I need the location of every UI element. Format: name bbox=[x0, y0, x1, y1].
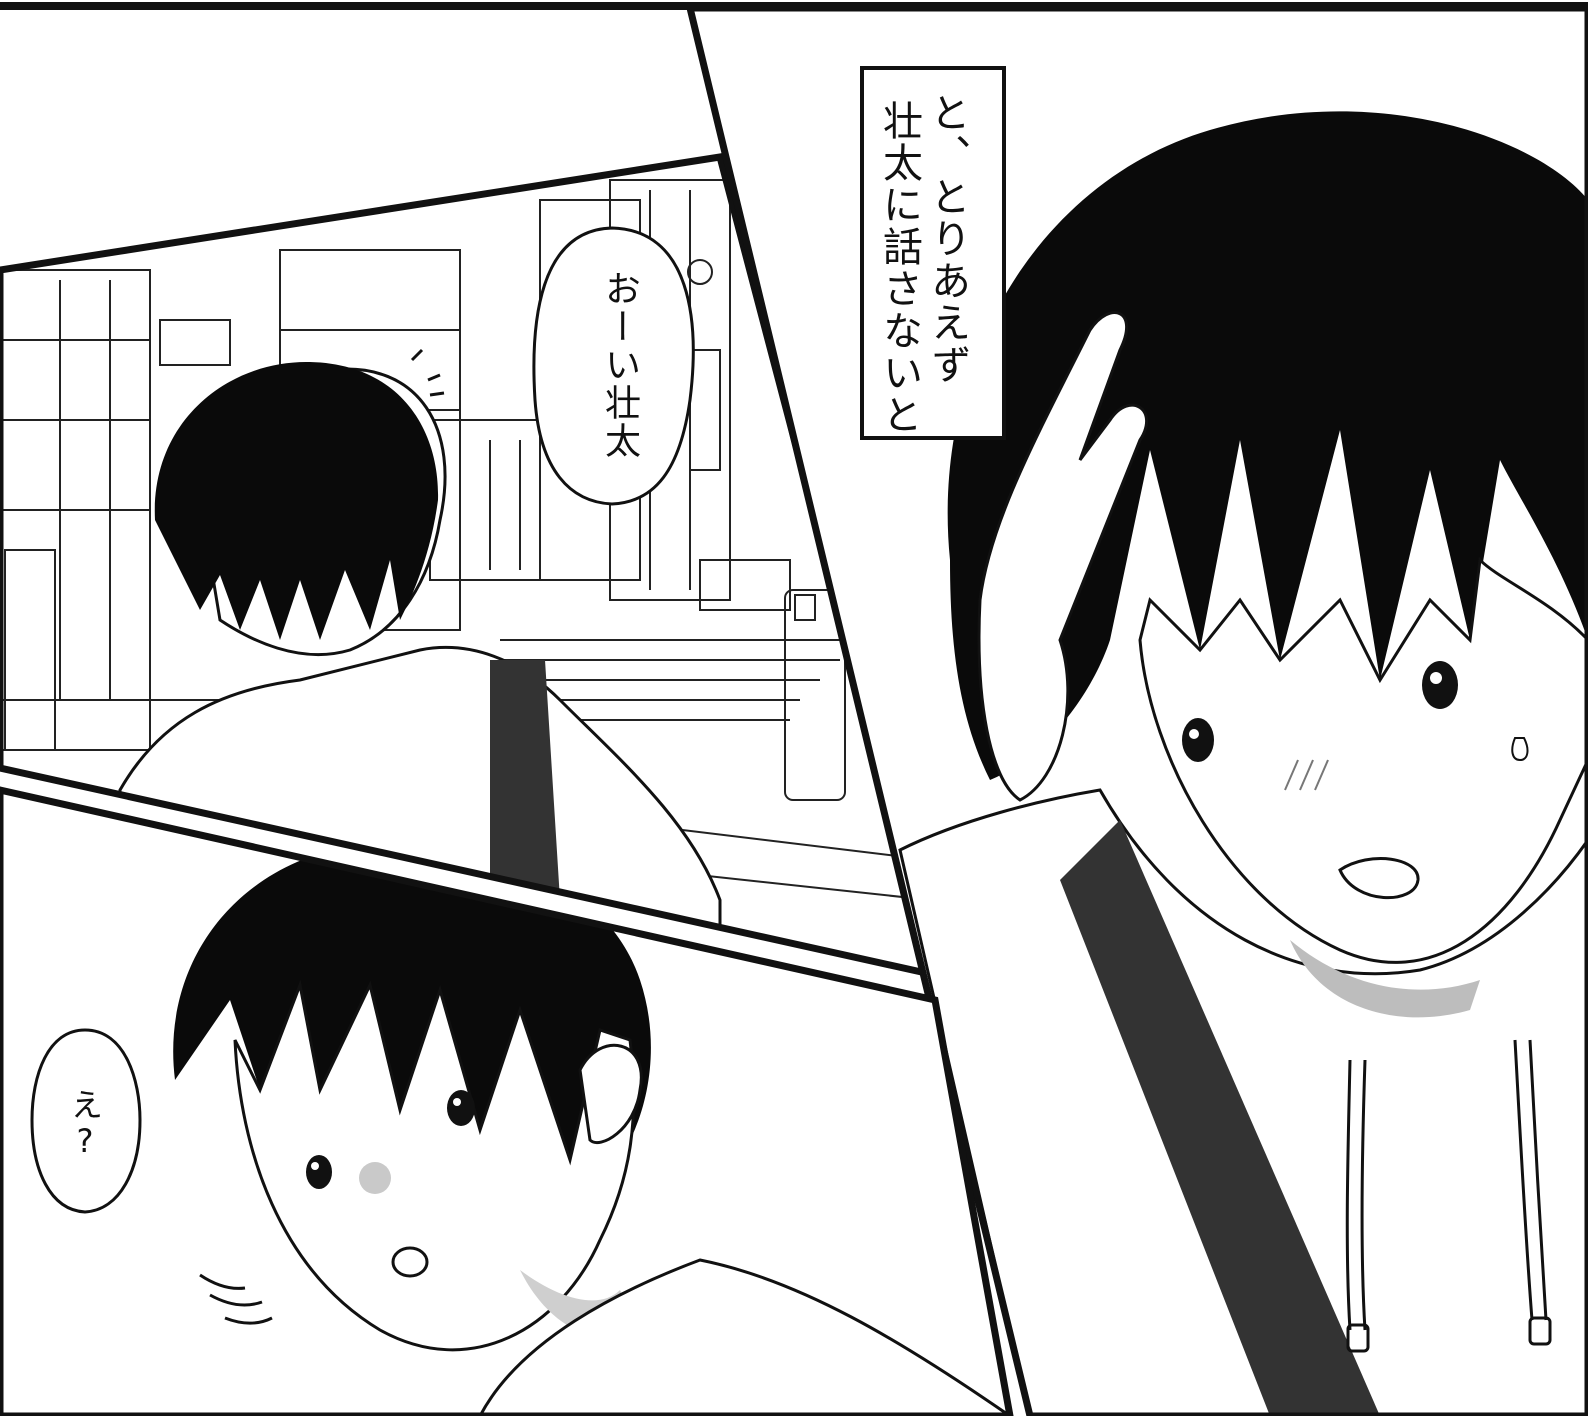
caption-line-2: 壮太に話さないと bbox=[876, 100, 922, 436]
speech-bubble-call bbox=[532, 226, 695, 506]
speech-bubble-reaction bbox=[30, 1028, 142, 1214]
speech-bubble-call-text: おーい壮太 bbox=[599, 270, 640, 460]
turn-motion-lines bbox=[410, 348, 445, 397]
boy-hair-back bbox=[154, 361, 439, 640]
caption-box bbox=[860, 66, 1006, 440]
speech-bubble-reaction-text: え? bbox=[66, 1088, 104, 1162]
bag-strap bbox=[490, 660, 560, 900]
hoodie-drawstrings bbox=[1345, 1039, 1552, 1353]
caption-line-1: と、とりあえず bbox=[924, 92, 970, 386]
girl-hoodie bbox=[898, 788, 1588, 1416]
boy-mouth bbox=[391, 1246, 429, 1278]
girl-bag-strap bbox=[1060, 820, 1380, 1416]
boy-right-eye bbox=[447, 1090, 475, 1126]
boy-blush bbox=[359, 1162, 391, 1194]
girl-right-eye bbox=[1422, 661, 1458, 709]
boy-left-eye bbox=[306, 1155, 332, 1189]
girl-blush bbox=[1284, 759, 1329, 791]
girl-panel bbox=[685, 4, 1588, 1420]
boy-closeup-panel bbox=[0, 786, 1015, 1420]
girl-mouth bbox=[1338, 857, 1420, 900]
girl-hand bbox=[977, 311, 1148, 802]
boy-hoodie bbox=[477, 1258, 1010, 1416]
girl-face bbox=[1138, 556, 1588, 964]
girl-left-eye bbox=[1182, 718, 1214, 762]
girl-hair bbox=[947, 111, 1588, 780]
surprise-motion-lines bbox=[199, 1273, 273, 1325]
boy-ear bbox=[578, 1043, 643, 1144]
boy-hair bbox=[173, 842, 651, 1160]
